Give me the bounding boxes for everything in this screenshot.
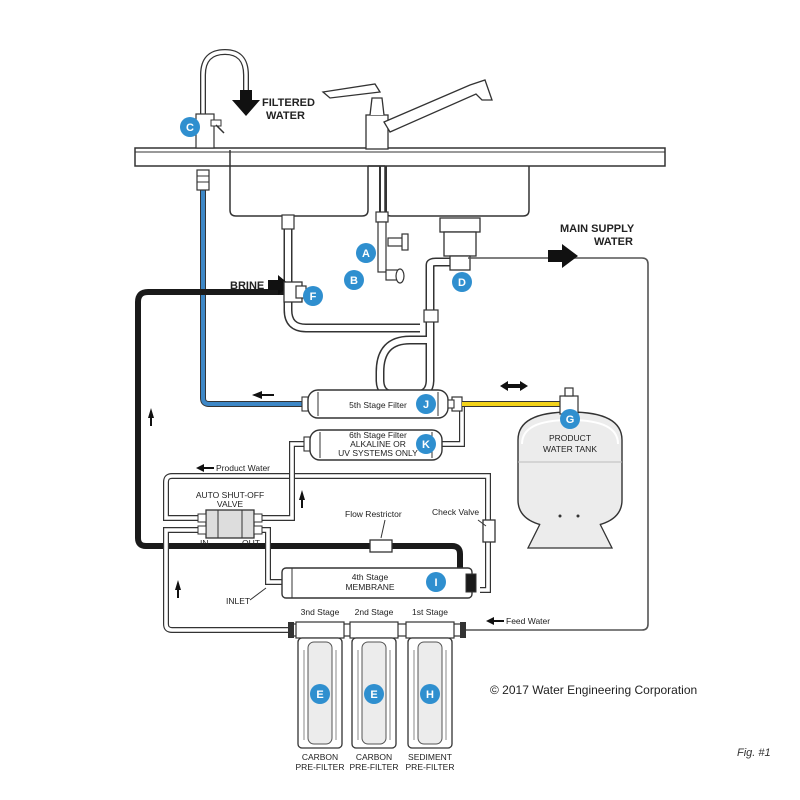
badge-a: A — [356, 243, 376, 263]
check-valve — [477, 519, 496, 543]
feed-water-label: Feed Water — [506, 616, 550, 626]
svg-text:J: J — [423, 399, 429, 411]
svg-text:K: K — [422, 439, 430, 451]
stage1-label: 1st Stage — [412, 607, 448, 617]
svg-text:C: C — [186, 122, 194, 134]
svg-text:I: I — [434, 577, 437, 589]
badge-g: G — [560, 409, 580, 429]
up-arrow-icon — [299, 490, 305, 508]
badge-c: C — [180, 117, 200, 137]
badge-f: F — [303, 286, 323, 306]
asv-in-label: IN — [200, 538, 209, 548]
ro-faucet — [195, 48, 249, 149]
tank-flow-arrow-icon — [500, 381, 528, 391]
blue-tube-arrow-icon — [252, 391, 274, 399]
svg-text:E: E — [370, 689, 377, 701]
stage3-label: 3nd Stage — [301, 607, 340, 617]
brine-label: BRINE — [230, 280, 264, 292]
main-supply-arrow-icon — [548, 244, 578, 268]
disposal-unit — [439, 217, 481, 271]
svg-text:B: B — [350, 275, 358, 287]
badge-i: I — [426, 572, 446, 592]
feed-valve — [375, 166, 409, 284]
tank-yellow-tube — [451, 396, 566, 412]
copyright-text: © 2017 Water Engineering Corporation — [490, 683, 697, 697]
svg-text:F: F — [310, 291, 317, 303]
svg-text:D: D — [458, 277, 466, 289]
feed-up-arrow-icon — [175, 580, 181, 598]
brine-up-arrow-icon — [148, 408, 154, 426]
badge-e-stage3: E — [310, 684, 330, 704]
badge-e-stage2: E — [364, 684, 384, 704]
membrane-housing — [281, 567, 477, 599]
fifth-stage-filter — [301, 389, 455, 419]
product-water-arrow-icon — [196, 464, 214, 472]
svg-text:G: G — [566, 414, 575, 426]
product-water-tank — [517, 387, 623, 549]
stage2-label: 2nd Stage — [355, 607, 394, 617]
filtered-water-arrow-icon — [232, 90, 260, 116]
figure-label: Fig. #1 — [737, 747, 771, 759]
feed-water-arrow-icon — [486, 617, 504, 625]
auto-shutoff-valve — [197, 509, 263, 539]
brine-arrow-icon — [268, 275, 290, 295]
asv-out-label: OUT — [242, 538, 260, 548]
countertop — [134, 147, 666, 167]
product-water-label: Product Water — [216, 463, 270, 473]
flow-restrictor — [369, 519, 393, 553]
badge-k: K — [416, 434, 436, 454]
svg-text:E: E — [316, 689, 323, 701]
drain-saddle — [283, 281, 307, 303]
product-water-blue-tube — [196, 169, 302, 407]
fifth-stage-filter-label: 5th Stage Filter — [349, 400, 407, 410]
check-valve-label: Check Valve — [432, 507, 479, 517]
badge-h: H — [420, 684, 440, 704]
flow-restrictor-label: Flow Restrictor — [345, 509, 402, 519]
kitchen-faucet — [321, 79, 493, 150]
badge-b: B — [344, 270, 364, 290]
svg-text:H: H — [426, 689, 434, 701]
inlet-label: INLET — [226, 596, 250, 606]
badge-j: J — [416, 394, 436, 414]
svg-text:A: A — [362, 248, 370, 260]
badge-d: D — [452, 272, 472, 292]
sixth-stage-filter — [303, 429, 443, 461]
main-supply-line — [410, 257, 649, 631]
